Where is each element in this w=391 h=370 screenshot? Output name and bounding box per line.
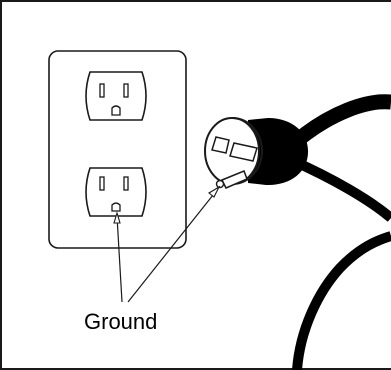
plug — [204, 117, 309, 189]
lower-neutral-slot — [99, 176, 105, 191]
upper-neutral-slot — [99, 83, 105, 98]
lower-hot-slot — [123, 176, 129, 191]
ground-prong — [220, 170, 248, 189]
lower-ground-hole — [111, 202, 121, 212]
ground-pointers — [113, 185, 221, 303]
wall-plate — [48, 50, 187, 249]
lower-receptacle — [85, 167, 147, 217]
upper-hot-slot — [123, 83, 129, 98]
plug-prongs — [211, 136, 258, 189]
upper-ground-hole — [111, 105, 121, 116]
upper-receptacle — [85, 71, 147, 121]
ground-label: Ground — [84, 309, 158, 334]
